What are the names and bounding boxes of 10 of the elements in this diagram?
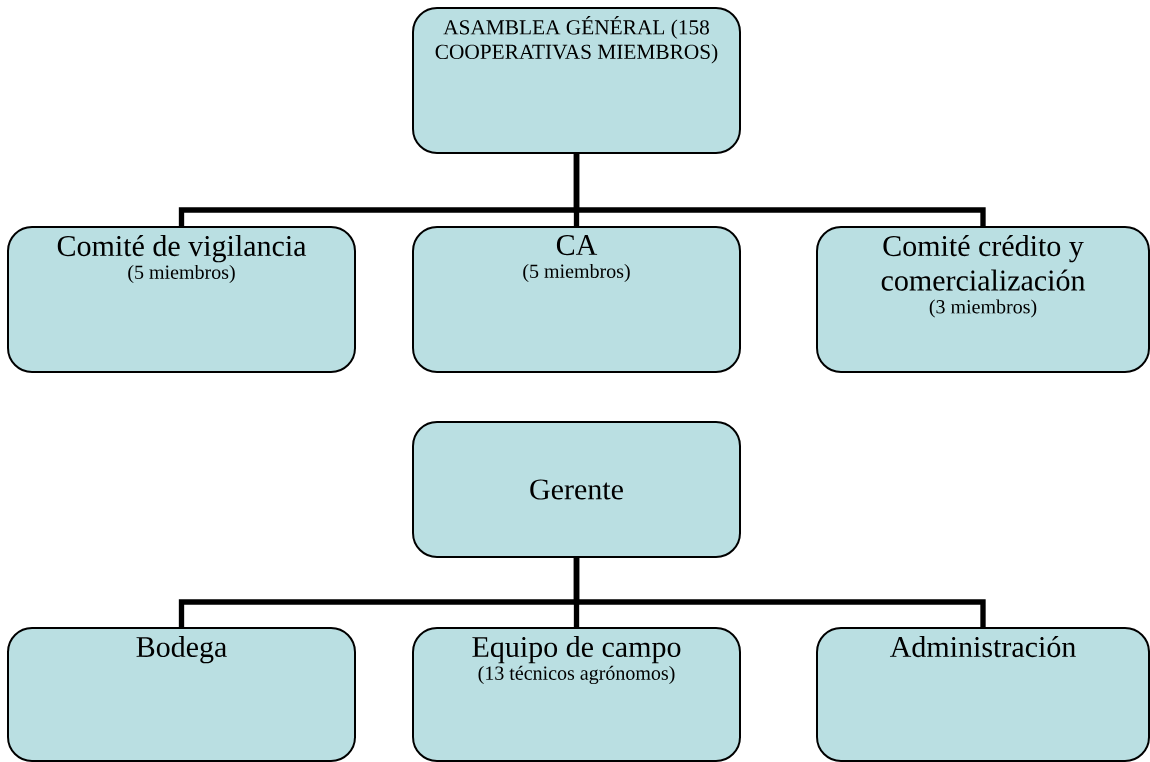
org-box: ASAMBLEA GÉNÉRAL (158 COOPERATIVAS MIEMBROS) <box>412 7 741 154</box>
org-box: Bodega <box>7 627 356 762</box>
org-box: Comité crédito y comercialización (3 miembros) <box>816 226 1150 373</box>
org-box: Equipo de campo (13 técnicos agrónomos) <box>412 627 741 762</box>
org-box: Administración <box>816 627 1150 762</box>
connector-line <box>573 153 986 227</box>
org-box: Gerente <box>412 421 741 558</box>
connector-line <box>573 557 986 628</box>
org-box: Comité de vigilancia (5 miembros) <box>7 226 356 373</box>
org-box: CA (5 miembros) <box>412 226 741 373</box>
